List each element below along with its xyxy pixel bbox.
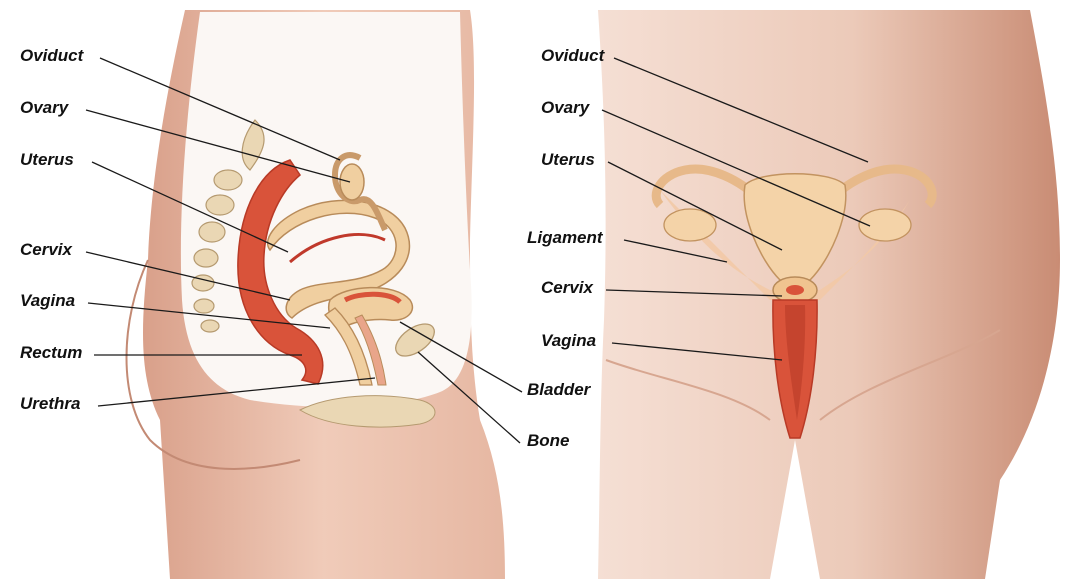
label-cervix-left: Cervix — [20, 240, 72, 260]
left-panel-illustration — [127, 10, 506, 579]
label-urethra-left: Urethra — [20, 394, 80, 414]
label-vagina-left: Vagina — [20, 291, 75, 311]
ovary-left-shape — [340, 164, 364, 200]
label-oviduct-right: Oviduct — [541, 46, 604, 66]
label-oviduct-left: Oviduct — [20, 46, 83, 66]
label-uterus-right: Uterus — [541, 150, 595, 170]
ovary-right-frontal — [664, 209, 716, 241]
right-panel-illustration — [598, 10, 1060, 579]
label-rectum-left: Rectum — [20, 343, 82, 363]
label-vagina-right: Vagina — [541, 331, 596, 351]
body-frontal-outline — [598, 10, 1060, 579]
label-bone-left: Bone — [527, 431, 570, 451]
label-ovary-left: Ovary — [20, 98, 68, 118]
label-cervix-right: Cervix — [541, 278, 593, 298]
label-ovary-right: Ovary — [541, 98, 589, 118]
label-ligament-right: Ligament — [527, 228, 603, 248]
label-bladder-left: Bladder — [527, 380, 590, 400]
label-uterus-left: Uterus — [20, 150, 74, 170]
